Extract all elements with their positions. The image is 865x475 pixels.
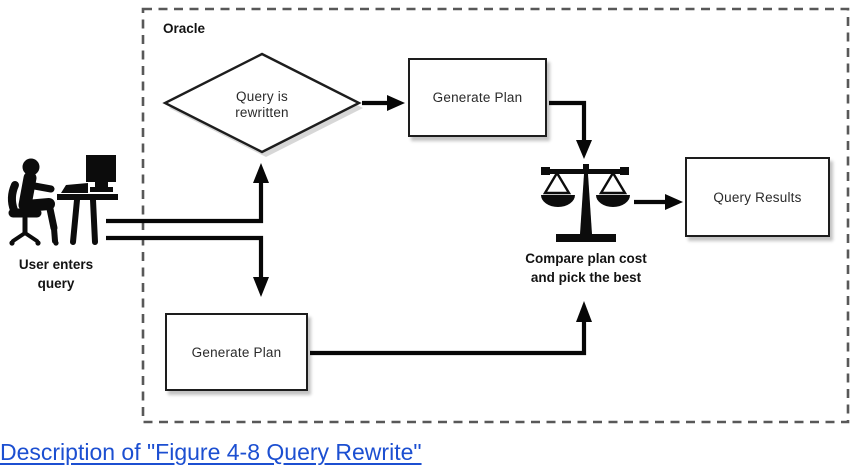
person-arm [25,181,55,193]
monitor [86,155,116,182]
person-foot [51,225,58,244]
user-enters-query-label: User enters query [18,257,94,291]
generate-plan-top-label: Generate Plan [432,90,523,105]
node-query-results: Query Results [685,157,830,237]
diamond-shape [162,52,363,157]
person-foot-dot [53,240,59,246]
arrow-generate-plan-top-to-compare [549,100,587,140]
chair-leg-left [11,231,27,243]
person-at-computer-glyph [7,155,118,246]
arrowhead-down-to-generate-plan-bottom [253,277,269,297]
chair-leg-right [23,231,39,243]
monitor-stand [95,182,108,187]
arrowhead-up-to-decision [253,163,269,183]
figure-description-link[interactable]: Description of "Figure 4-8 Query Rewrite… [0,439,422,465]
decision-label: Query is rewritten [235,88,289,120]
decision-query-rewritten: Query is rewritten [158,48,366,162]
node-generate-plan-bottom: Generate Plan [165,313,308,391]
arrow-generate-plan-bottom-to-compare [310,322,587,356]
arrowhead-to-query-results [665,194,683,210]
person-thigh [20,198,55,212]
person-head [22,158,40,176]
arrow-user-to-decision [106,182,264,224]
diamond-outline [162,52,362,154]
chair-foot-right [35,240,41,246]
arrowhead-to-generate-plan-top [387,95,405,111]
chair-foot-left [9,240,15,246]
oracle-label: Oracle [163,21,206,36]
arrowhead-to-scale [576,140,592,159]
arrow-user-to-generate-plan-bottom [106,235,264,278]
compare-plan-cost-label: Compare plan cost and pick the best [525,251,647,285]
person-shin [45,200,58,232]
monitor-base [90,187,113,192]
generate-plan-bottom-label: Generate Plan [191,344,282,360]
node-generate-plan-top: Generate Plan [408,58,547,137]
desk-leg-right [90,197,98,245]
chair-back [7,181,19,214]
query-results-label: Query Results [713,189,802,205]
balance-scale-icon [541,164,630,242]
arrowhead-up-to-compare [576,301,592,322]
person-at-computer-icon [2,150,120,256]
desk-leg-left [70,197,80,245]
keyboard [61,183,88,193]
desk-top [57,194,118,200]
